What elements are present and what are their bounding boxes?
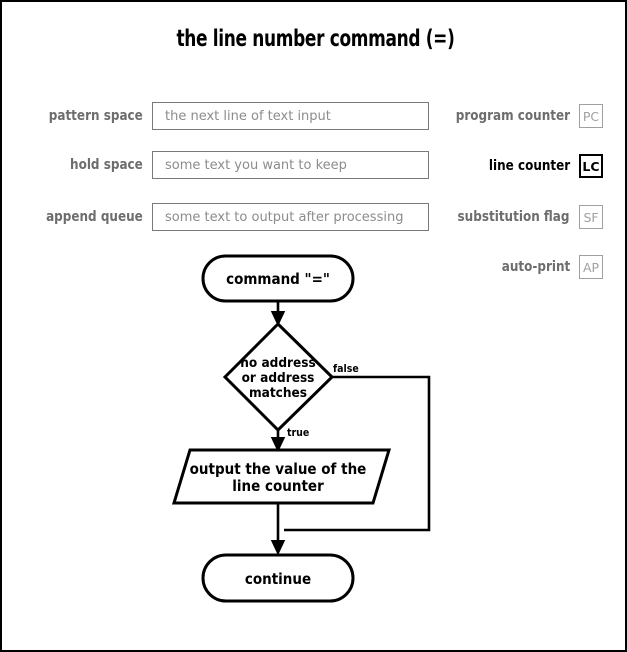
hold-space-input[interactable]: some text you want to keep (152, 151, 429, 179)
line-counter-badge[interactable]: LC (579, 154, 603, 178)
buffer-label-append-queue: append queue (46, 209, 143, 225)
flow-decision-label-line1: no address (240, 355, 316, 371)
pattern-space-value: the next line of text input (165, 108, 331, 124)
flag-row-auto-print: auto-print AP (403, 254, 603, 280)
flow-output-node[interactable] (171, 448, 392, 505)
flag-label-line-counter: line counter (488, 158, 570, 174)
flag-label-program-counter: program counter (455, 108, 570, 124)
page-title: the line number command (=) (176, 26, 455, 52)
edge-false-branch (284, 375, 431, 532)
buffer-label-pattern-space: pattern space (48, 108, 143, 124)
auto-print-badge[interactable]: AP (579, 255, 603, 279)
buffer-label-hold-space: hold space (70, 157, 143, 173)
flow-start-node[interactable] (201, 254, 355, 303)
buffer-row-append-queue: append queue some text to output after p… (22, 203, 432, 231)
flow-end-node[interactable] (201, 553, 355, 603)
program-counter-badge[interactable]: PC (579, 104, 603, 128)
append-queue-input[interactable]: some text to output after processing (152, 203, 429, 231)
flow-output-label-line1: output the value of the (190, 460, 367, 478)
buffer-row-hold-space: hold space some text you want to keep (22, 151, 432, 179)
flag-row-program-counter: program counter PC (403, 103, 603, 129)
pattern-space-input[interactable]: the next line of text input (152, 102, 429, 130)
flow-decision-node[interactable] (222, 321, 335, 433)
buffer-row-pattern-space: pattern space the next line of text inpu… (22, 102, 432, 130)
flag-row-substitution-flag: substitution flag SF (403, 204, 603, 230)
flag-label-auto-print: auto-print (501, 259, 570, 275)
append-queue-value: some text to output after processing (165, 209, 404, 225)
hold-space-value: some text you want to keep (165, 157, 347, 173)
substitution-flag-badge[interactable]: SF (579, 205, 603, 229)
flow-decision-label-line3: matches (249, 385, 307, 401)
flag-label-substitution-flag: substitution flag (457, 209, 570, 225)
edge-label-true: true (287, 427, 309, 439)
flow-decision-label-line2: or address (242, 370, 315, 386)
flow-output-label-line2: line counter (232, 477, 324, 495)
flag-row-line-counter: line counter LC (403, 153, 603, 179)
flow-start-label: command "=" (226, 270, 330, 288)
flow-end-label: continue (245, 570, 311, 588)
edge-label-false: false (333, 363, 359, 375)
